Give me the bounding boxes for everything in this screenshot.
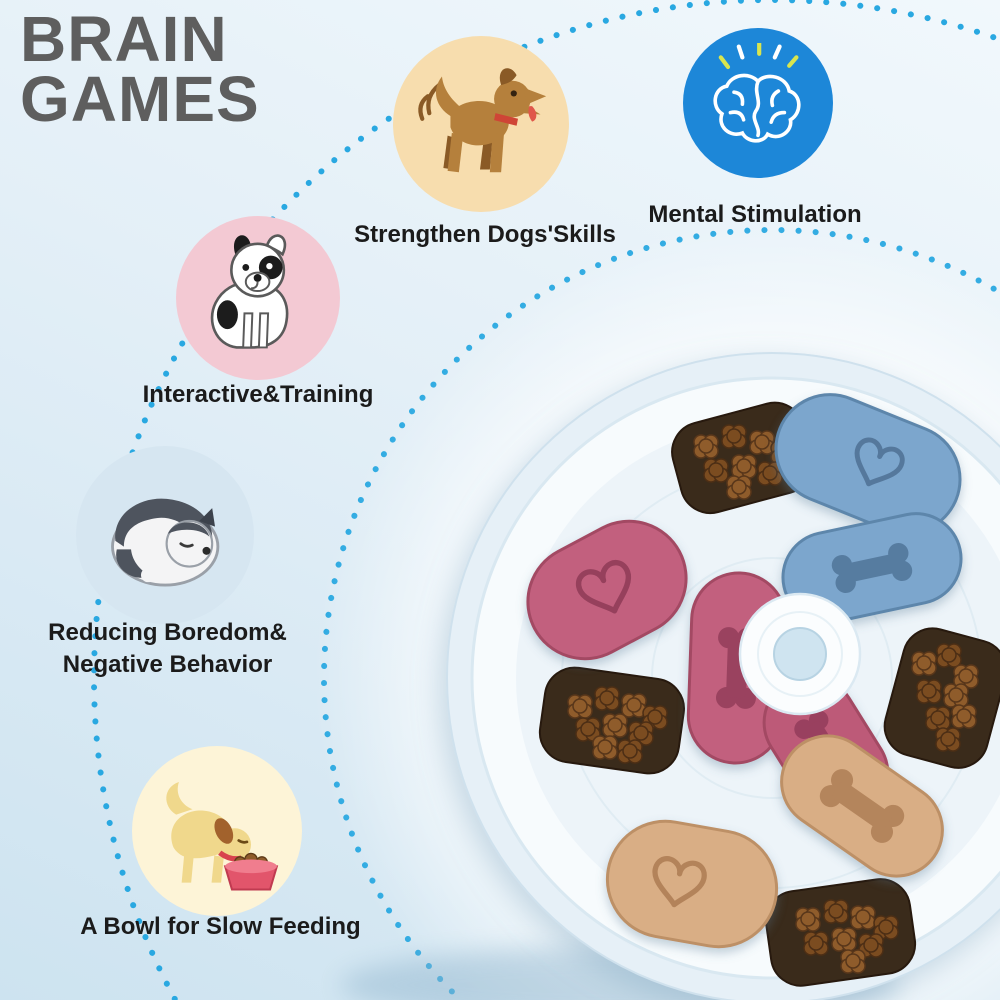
feature-label-slow-feeding: A Bowl for Slow Feeding: [80, 913, 361, 940]
feature-circle-strengthen-skills: [393, 36, 569, 212]
feature-circle-interactive-training: [176, 216, 340, 380]
slider-blue-bone[interactable]: [775, 505, 970, 630]
brand-title: BRAIN GAMES: [20, 3, 260, 135]
feature-label-line-1: Reducing Boredom&: [48, 619, 287, 646]
feature-label-mental-stimulation: Mental Stimulation: [648, 201, 862, 228]
sleeping-husky-icon: [110, 498, 220, 587]
playful-dog-icon: [417, 67, 546, 172]
title-line-1: BRAIN: [20, 3, 228, 75]
feature-label-line-2: Negative Behavior: [62, 650, 273, 678]
feature-label-interactive-training: Interactive&Training: [142, 381, 374, 408]
center-hole: [773, 627, 827, 681]
feature-circle-reduce-boredom: [76, 446, 254, 624]
dog-eating-bowl-icon: [166, 782, 279, 891]
title-line-2: GAMES: [20, 62, 260, 135]
feature-circle-mental-stimulation: [683, 28, 833, 178]
feature-label-strengthen-skills: Strengthen Dogs'Skills: [354, 221, 616, 248]
french-bulldog-icon: [211, 234, 289, 350]
center-hub: [738, 592, 862, 716]
dog-puzzle-feeder: [446, 352, 1000, 1000]
slider-tan-heart[interactable]: [598, 812, 786, 956]
slider-blue-heart[interactable]: [760, 378, 977, 549]
feature-circle-slow-feeding: [132, 746, 302, 916]
feature-label-reduce-boredom: Reducing Boredom& Negative Behavior: [0, 617, 335, 680]
slider-pink-heart[interactable]: [508, 501, 706, 679]
brain-icon: [713, 43, 801, 143]
